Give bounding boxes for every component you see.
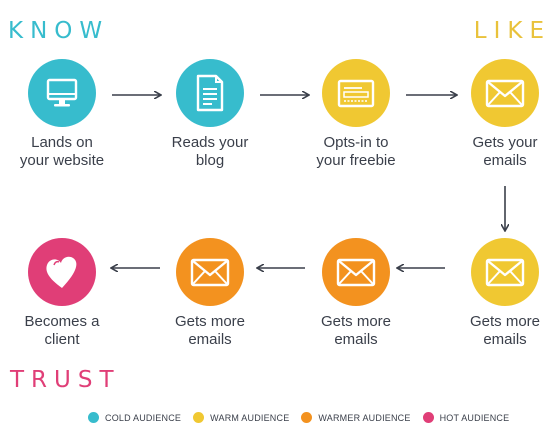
flow-node-circle <box>176 59 244 127</box>
flow-node-label-line1: Lands on <box>31 134 93 151</box>
flow-node-label-line2: your freebie <box>316 152 396 169</box>
flow-node-label-line2: client <box>44 331 80 348</box>
envelope-icon <box>336 258 376 287</box>
stage-know: KNOW <box>8 18 110 44</box>
legend-dot-warmer <box>301 412 313 423</box>
flow-node-label-line1: Becomes a <box>24 313 100 330</box>
flow-node-label-line1: Gets more <box>469 313 541 330</box>
flow-node-label-line2: your website <box>19 152 105 169</box>
legend-label-warm: WARM AUDIENCE <box>210 412 290 423</box>
flow-node-label-line2: emails <box>188 331 232 348</box>
monitor-icon <box>46 78 78 107</box>
flow-node-circle <box>471 59 539 127</box>
flow-node-label-line2: blog <box>195 152 225 169</box>
flow-node-label-line1: Opts-in to <box>323 134 389 151</box>
legend-label-warmer: WARMER AUDIENCE <box>318 412 411 423</box>
envelope-icon <box>485 79 525 108</box>
flow-node-circle <box>322 59 390 127</box>
legend-item-warm: WARM AUDIENCE <box>193 412 289 423</box>
envelope-icon <box>190 258 230 287</box>
legend-label-cold: COLD AUDIENCE <box>105 412 182 423</box>
legend-dot-warm <box>193 412 205 423</box>
flow-node-circle <box>322 238 390 306</box>
legend-item-cold: COLD AUDIENCE <box>88 412 181 423</box>
flow-node-circle <box>28 59 96 127</box>
legend-item-warmer: WARMER AUDIENCE <box>301 412 410 423</box>
legend-item-hot: HOT AUDIENCE <box>422 412 510 423</box>
flow-node-circle <box>28 238 96 306</box>
legend-dot-cold <box>88 412 99 423</box>
document-icon <box>196 74 224 112</box>
legend: COLD AUDIENCE WARM AUDIENCE WARMER AUDIE… <box>88 412 521 423</box>
form-icon <box>337 79 375 108</box>
heart-icon <box>46 256 77 288</box>
stage-trust: TRUST <box>10 367 121 393</box>
flow-node-label-line1: Reads your <box>171 134 249 151</box>
legend-dot-hot <box>422 412 434 423</box>
flow-node-label-line2: emails <box>483 331 527 348</box>
flow-node-label-line1: Gets more <box>174 313 246 330</box>
envelope-icon <box>485 258 525 287</box>
flow-node-circle <box>471 238 539 306</box>
flow-node-label-line2: emails <box>483 152 527 169</box>
stage-like: LIKE <box>473 18 551 44</box>
flow-node-label-line1: Gets your <box>472 134 538 151</box>
flow-node-label-line2: emails <box>334 331 378 348</box>
legend-label-hot: HOT AUDIENCE <box>439 412 510 423</box>
flow-node-circle <box>176 238 244 306</box>
flow-node-label-line1: Gets more <box>320 313 392 330</box>
